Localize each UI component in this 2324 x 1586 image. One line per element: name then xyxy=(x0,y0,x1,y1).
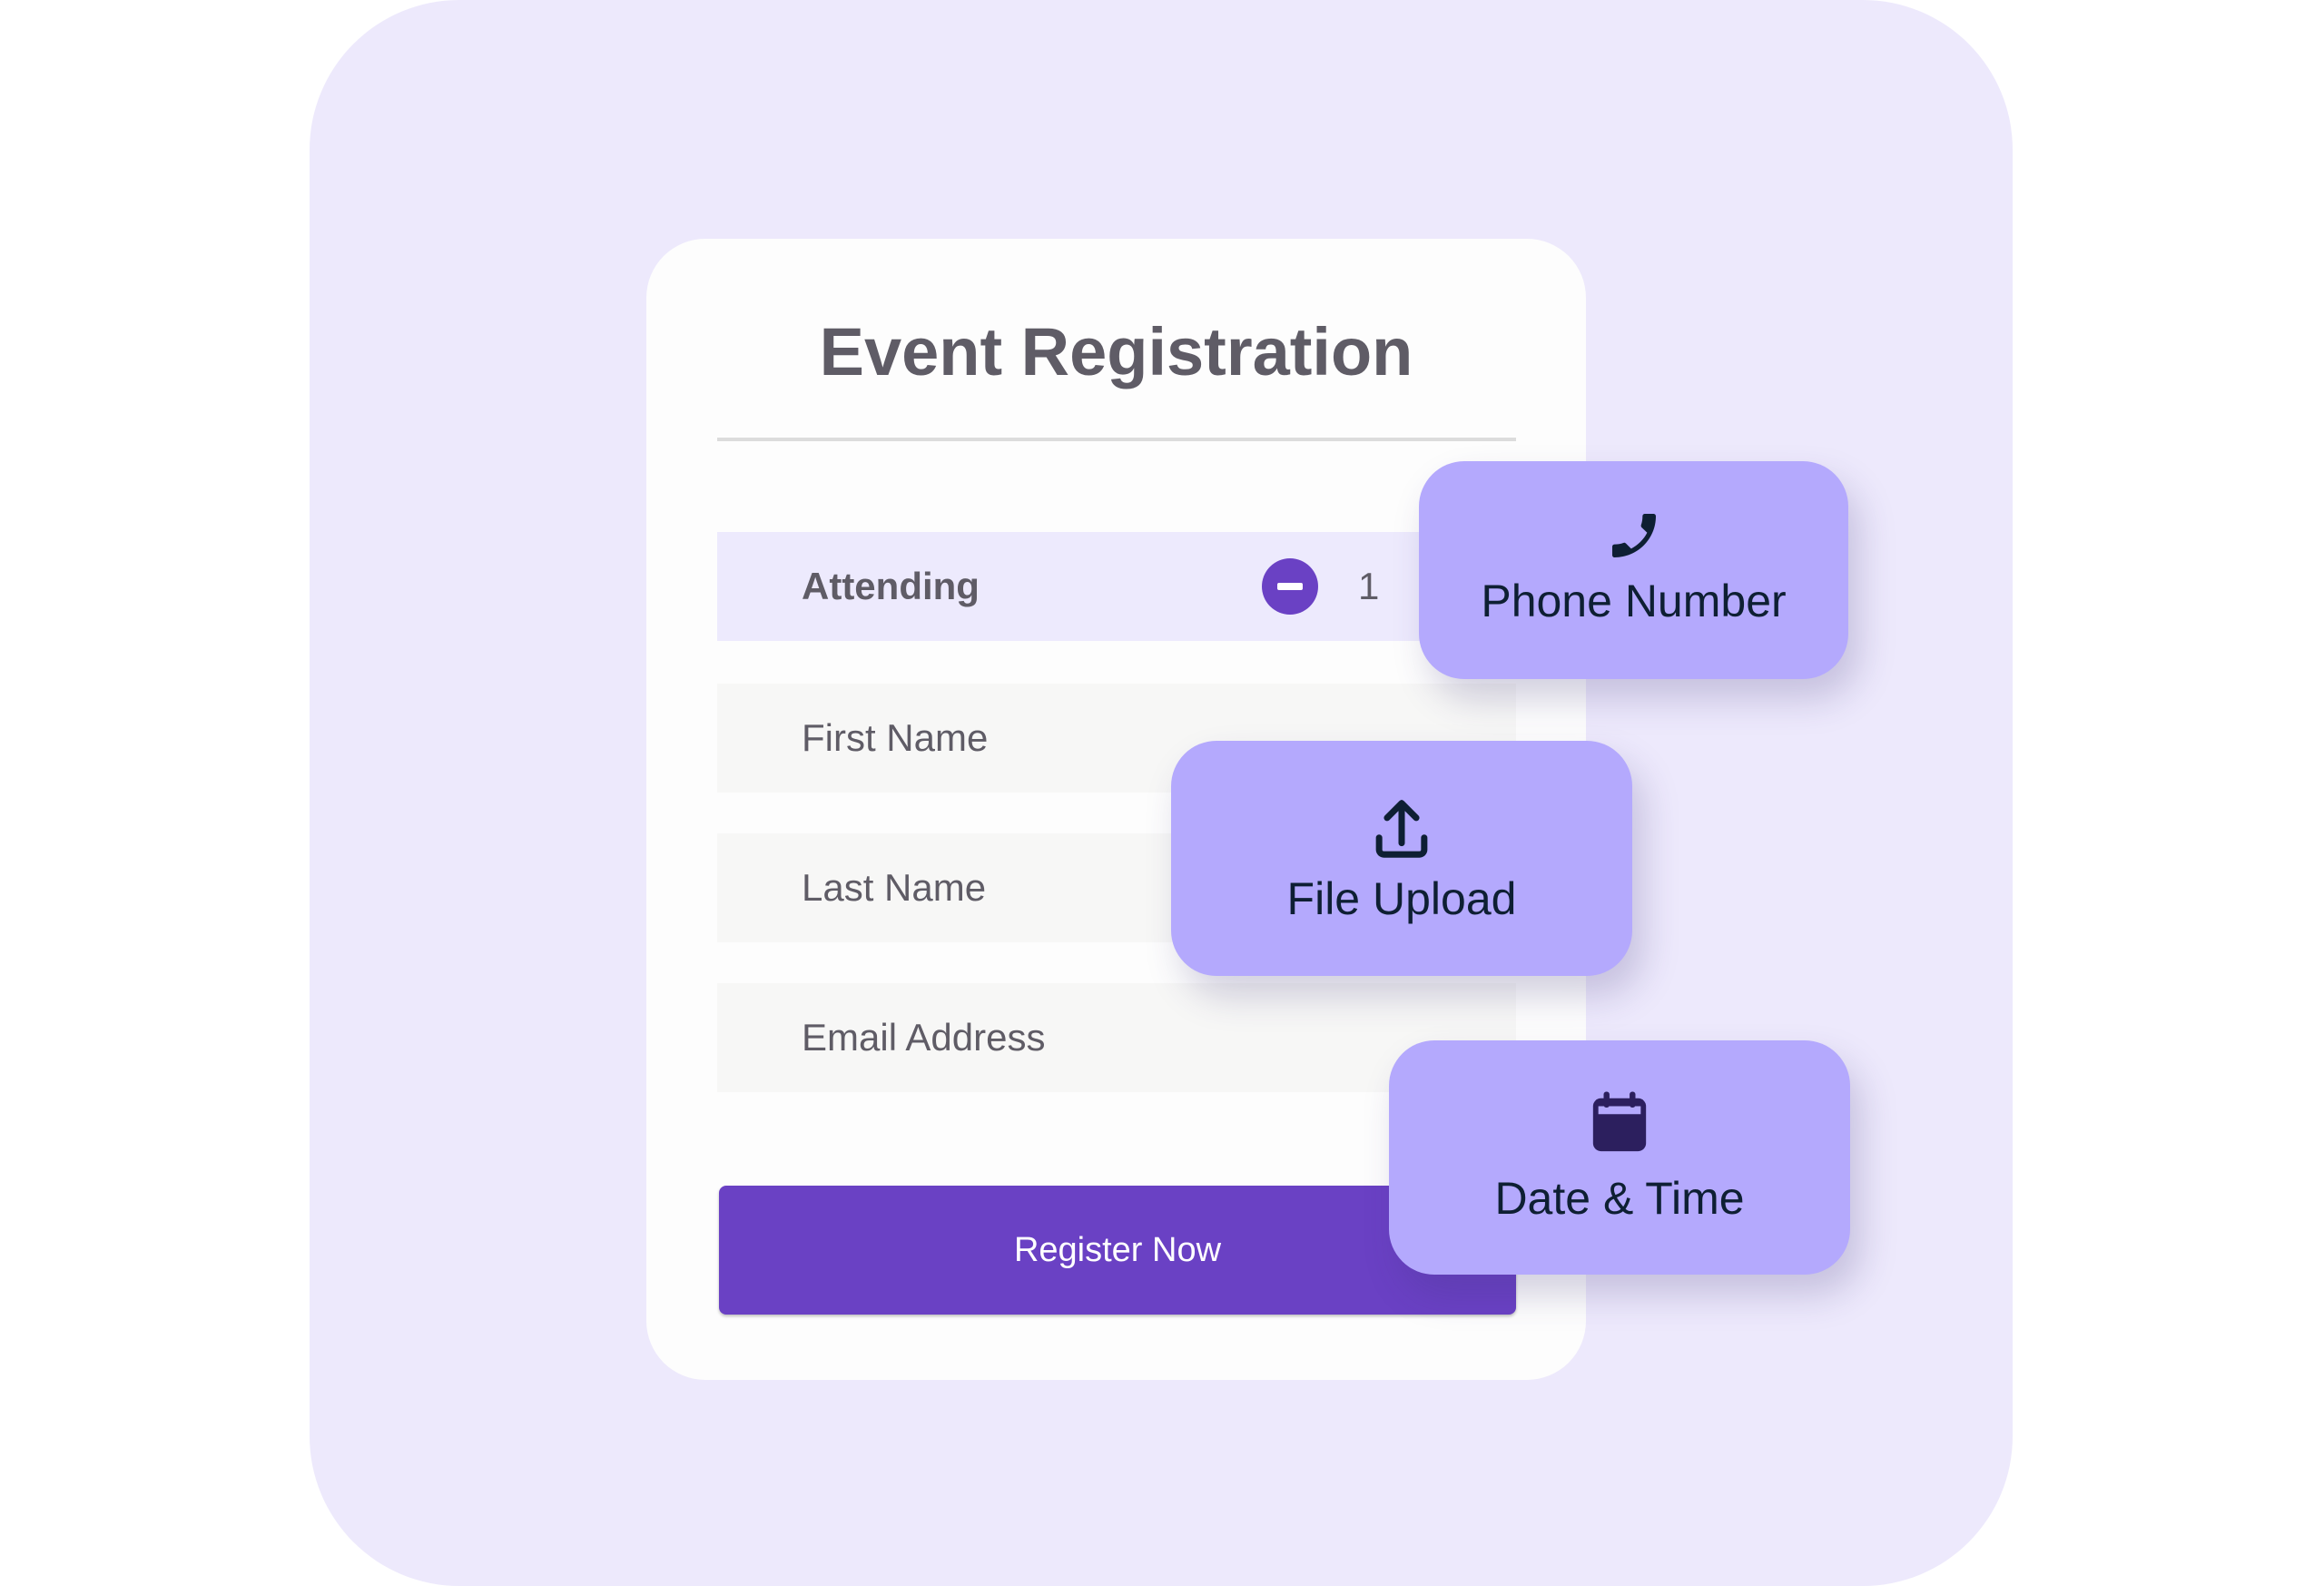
date-time-chip[interactable]: Date & Time xyxy=(1389,1040,1850,1275)
phone-icon xyxy=(1611,514,1656,557)
attending-row: Attending 1 xyxy=(717,532,1516,641)
attending-label: Attending xyxy=(802,565,980,607)
last-name-placeholder: Last Name xyxy=(802,866,987,909)
phone-number-label: Phone Number xyxy=(1481,576,1787,626)
file-upload-chip[interactable]: File Upload xyxy=(1171,741,1632,976)
calendar-icon xyxy=(1592,1091,1647,1152)
title-divider xyxy=(717,438,1516,441)
decrement-button[interactable] xyxy=(1262,558,1318,615)
phone-number-chip[interactable]: Phone Number xyxy=(1419,461,1848,679)
file-upload-label: File Upload xyxy=(1286,873,1517,924)
register-now-button[interactable]: Register Now xyxy=(719,1186,1516,1315)
form-title: Event Registration xyxy=(819,314,1413,389)
date-time-label: Date & Time xyxy=(1494,1173,1745,1224)
email-field[interactable]: Email Address xyxy=(717,983,1516,1092)
upload-icon xyxy=(1375,800,1428,858)
email-placeholder: Email Address xyxy=(802,1016,1046,1059)
first-name-placeholder: First Name xyxy=(802,716,989,759)
attending-count: 1 xyxy=(1358,565,1380,607)
